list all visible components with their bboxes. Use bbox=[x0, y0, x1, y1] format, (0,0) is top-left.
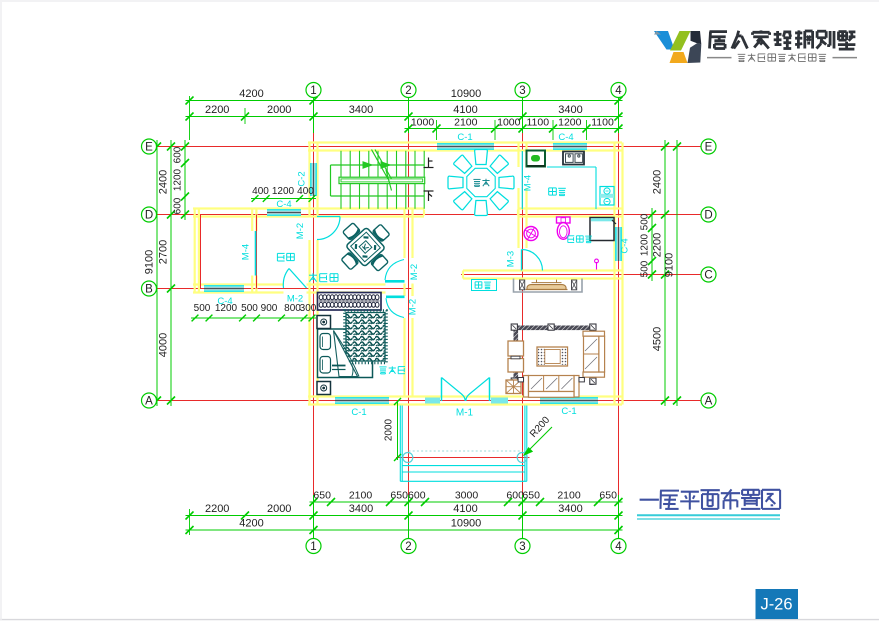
svg-text:C-4: C-4 bbox=[558, 132, 573, 143]
svg-text:1100: 1100 bbox=[591, 117, 614, 129]
svg-text:C-4: C-4 bbox=[620, 238, 631, 253]
svg-text:3: 3 bbox=[519, 85, 525, 97]
svg-text:1: 1 bbox=[310, 541, 316, 553]
svg-text:1200: 1200 bbox=[558, 117, 582, 129]
svg-text:B: B bbox=[145, 284, 153, 296]
svg-text:E: E bbox=[145, 142, 153, 154]
svg-text:3400: 3400 bbox=[349, 104, 373, 116]
svg-text:M-2: M-2 bbox=[295, 223, 306, 239]
svg-text:3: 3 bbox=[519, 541, 525, 553]
svg-text:1200: 1200 bbox=[272, 186, 295, 197]
svg-text:D: D bbox=[145, 210, 153, 222]
svg-text:M-4: M-4 bbox=[241, 244, 252, 260]
svg-text:2200: 2200 bbox=[205, 503, 229, 515]
svg-text:650: 650 bbox=[390, 490, 408, 502]
svg-text:600: 600 bbox=[408, 490, 426, 502]
svg-text:500: 500 bbox=[194, 303, 211, 314]
svg-text:M-4: M-4 bbox=[523, 175, 534, 191]
svg-text:1: 1 bbox=[310, 85, 316, 97]
svg-text:D: D bbox=[704, 210, 712, 222]
svg-text:10900: 10900 bbox=[451, 88, 482, 100]
svg-text:500: 500 bbox=[640, 213, 651, 230]
svg-text:4100: 4100 bbox=[453, 503, 477, 515]
svg-text:E: E bbox=[705, 142, 713, 154]
svg-text:650: 650 bbox=[522, 490, 540, 502]
svg-text:3400: 3400 bbox=[558, 503, 582, 515]
svg-text:4000: 4000 bbox=[158, 333, 170, 357]
svg-text:J-26: J-26 bbox=[760, 596, 792, 614]
svg-text:A: A bbox=[705, 396, 713, 408]
svg-text:1000: 1000 bbox=[497, 117, 521, 129]
svg-text:2700: 2700 bbox=[158, 240, 170, 264]
svg-text:4: 4 bbox=[615, 541, 622, 553]
svg-text:9100: 9100 bbox=[664, 253, 676, 277]
svg-text:650: 650 bbox=[313, 490, 331, 502]
svg-text:2100: 2100 bbox=[454, 117, 478, 129]
svg-text:4200: 4200 bbox=[239, 518, 263, 530]
svg-text:10900: 10900 bbox=[451, 518, 482, 530]
svg-text:2: 2 bbox=[405, 541, 411, 553]
svg-text:C-4: C-4 bbox=[217, 296, 232, 307]
svg-text:2400: 2400 bbox=[652, 170, 664, 194]
svg-text:2000: 2000 bbox=[267, 503, 291, 515]
svg-text:400: 400 bbox=[297, 186, 314, 197]
svg-text:4500: 4500 bbox=[652, 327, 664, 351]
svg-text:800: 800 bbox=[284, 303, 301, 314]
svg-text:A: A bbox=[145, 396, 153, 408]
svg-text:400: 400 bbox=[252, 186, 269, 197]
svg-text:9100: 9100 bbox=[144, 250, 156, 274]
svg-text:M-2: M-2 bbox=[408, 299, 419, 315]
svg-text:3400: 3400 bbox=[558, 104, 582, 116]
svg-text:900: 900 bbox=[261, 303, 278, 314]
svg-text:2200: 2200 bbox=[205, 104, 229, 116]
svg-text:2400: 2400 bbox=[158, 170, 170, 194]
svg-text:C-1: C-1 bbox=[561, 406, 576, 417]
svg-text:1200: 1200 bbox=[173, 168, 184, 191]
svg-text:4: 4 bbox=[615, 85, 622, 97]
svg-text:C-4: C-4 bbox=[276, 199, 291, 210]
svg-text:600: 600 bbox=[506, 490, 524, 502]
svg-text:1200: 1200 bbox=[215, 303, 238, 314]
svg-text:2100: 2100 bbox=[557, 490, 581, 502]
svg-text:1200: 1200 bbox=[640, 233, 651, 256]
svg-text:C-2: C-2 bbox=[297, 171, 308, 186]
svg-text:C: C bbox=[704, 270, 712, 282]
svg-text:500: 500 bbox=[640, 260, 651, 277]
svg-text:2100: 2100 bbox=[349, 490, 373, 502]
svg-text:C-1: C-1 bbox=[457, 132, 472, 143]
svg-text:2000: 2000 bbox=[384, 418, 395, 441]
svg-text:2200: 2200 bbox=[652, 233, 664, 257]
svg-text:1000: 1000 bbox=[411, 117, 435, 129]
svg-text:3000: 3000 bbox=[455, 490, 479, 502]
svg-text:600: 600 bbox=[173, 146, 184, 163]
svg-text:2: 2 bbox=[405, 85, 411, 97]
svg-text:300: 300 bbox=[300, 303, 317, 314]
svg-text:M-1: M-1 bbox=[456, 408, 474, 419]
svg-text:2000: 2000 bbox=[267, 104, 291, 116]
svg-text:M-2: M-2 bbox=[409, 264, 420, 280]
svg-text:C-1: C-1 bbox=[351, 407, 366, 418]
svg-text:3400: 3400 bbox=[349, 503, 373, 515]
svg-text:1100: 1100 bbox=[527, 117, 550, 129]
svg-text:4200: 4200 bbox=[239, 88, 263, 100]
svg-text:4100: 4100 bbox=[453, 104, 477, 116]
svg-text:650: 650 bbox=[599, 490, 617, 502]
svg-text:M-2: M-2 bbox=[287, 294, 303, 305]
svg-text:600: 600 bbox=[173, 197, 184, 214]
svg-text:500: 500 bbox=[241, 303, 258, 314]
svg-text:M-3: M-3 bbox=[506, 251, 517, 267]
